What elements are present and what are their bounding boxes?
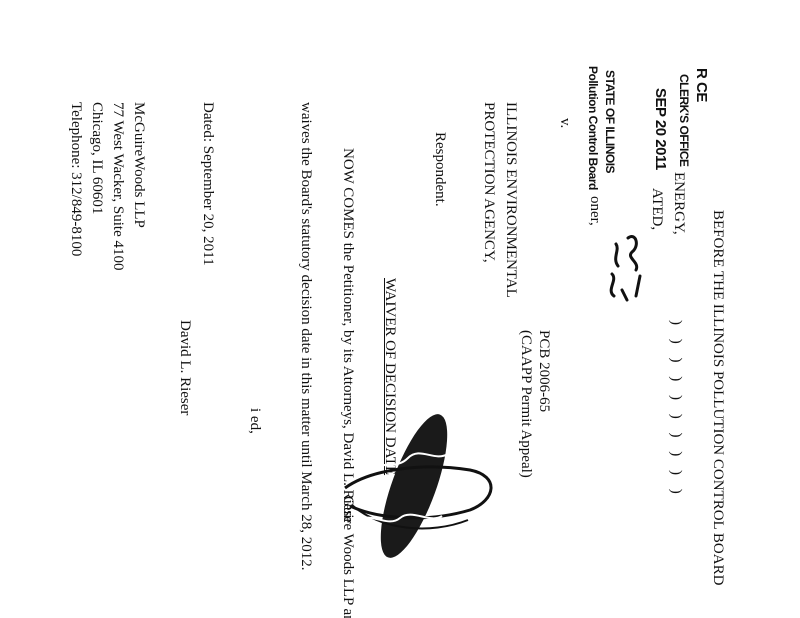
signature-scribble <box>344 414 493 558</box>
handwritten-scribble <box>609 235 642 302</box>
